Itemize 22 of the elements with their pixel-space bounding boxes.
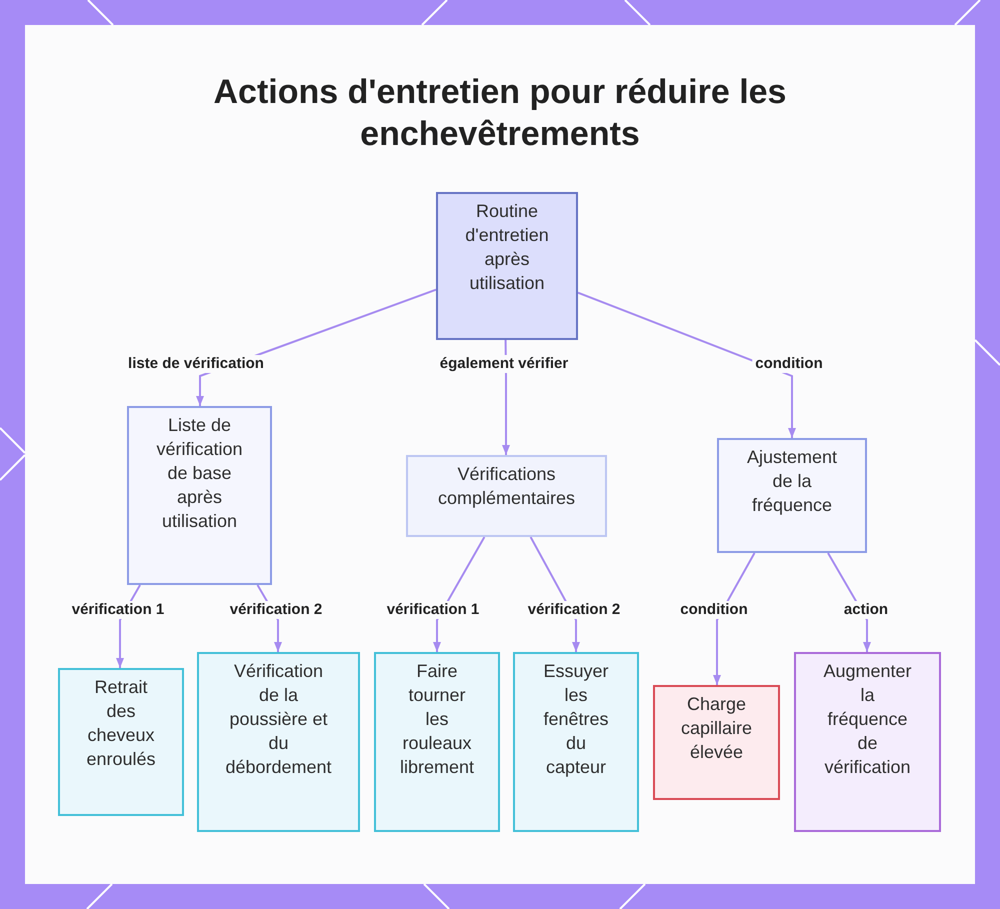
process-box <box>794 652 941 832</box>
process-box <box>653 685 780 800</box>
process-box <box>197 652 360 832</box>
node-label: Ajustement de la fréquence <box>746 446 838 517</box>
node-label: Augmenter la fréquence de vérification <box>822 660 913 779</box>
node-label: Vérifications complémentaires <box>436 463 576 510</box>
process-box <box>58 668 184 816</box>
process-box <box>513 652 639 832</box>
node-label: Routine d'entretien après utilisation <box>464 200 550 295</box>
process-box <box>127 406 272 585</box>
node-label: Faire tourner les rouleaux librement <box>398 660 476 779</box>
node-label: Liste de vérification de base après utilisation <box>155 414 244 533</box>
connector-arrow <box>578 292 796 438</box>
node-label: Vérification de la poussière et du débordement <box>224 660 333 779</box>
node-label: Charge capillaire élevée <box>680 693 754 764</box>
process-box <box>374 652 500 832</box>
process-box <box>717 438 867 553</box>
node-label: Retrait des cheveux enroulés <box>85 676 157 771</box>
node-label: Essuyer les fenêtres du capteur <box>542 660 610 779</box>
title: Actions d'entretien pour réduire les enchevêtrements <box>212 72 788 155</box>
process-box <box>406 455 607 537</box>
process-box <box>436 192 578 340</box>
